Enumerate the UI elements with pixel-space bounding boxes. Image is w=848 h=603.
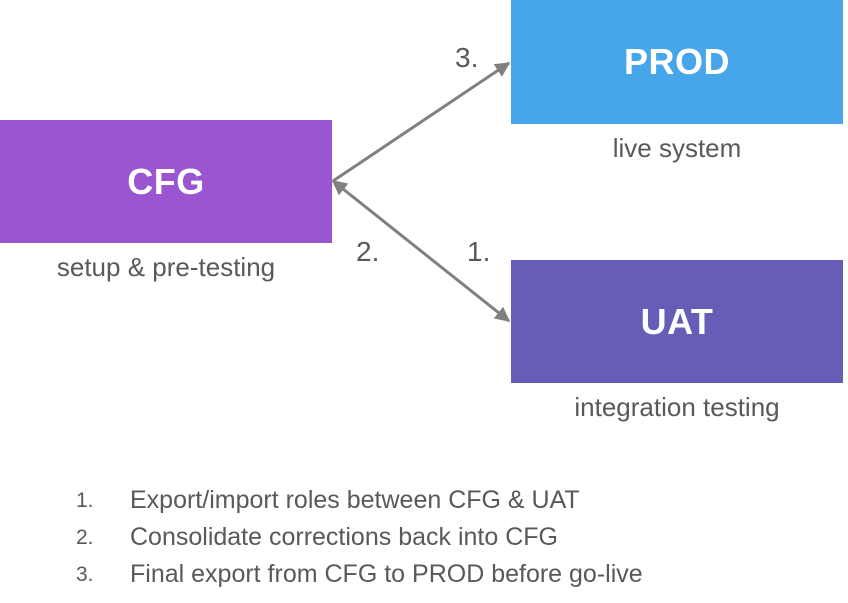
prod-node-label: PROD <box>623 41 730 82</box>
arrow-cfg-to-prod <box>332 61 511 183</box>
legend-item: 3. Final export from CFG to PROD before … <box>76 556 643 593</box>
uat-caption: integration testing <box>574 392 780 422</box>
step-label-1: 1. <box>467 236 491 267</box>
legend-item-text: Final export from CFG to PROD before go-… <box>130 560 643 588</box>
step-label-2: 2. <box>356 236 380 267</box>
legend-item-text: Consolidate corrections back into CFG <box>130 523 558 551</box>
legend-item: 2. Consolidate corrections back into CFG <box>76 519 643 556</box>
arrow-cfg-uat-bidirectional <box>331 179 511 323</box>
cfg-caption: setup & pre-testing <box>56 252 276 282</box>
prod-caption: live system <box>612 133 742 163</box>
legend-item-number: 2. <box>76 526 94 549</box>
prod-node: PROD <box>511 0 843 124</box>
cfg-node-label: CFG <box>127 160 205 202</box>
step-label-3: 3. <box>455 42 479 73</box>
legend-item-text: Export/import roles between CFG & UAT <box>130 486 580 514</box>
cfg-node: CFG <box>0 120 332 243</box>
uat-node: UAT <box>511 260 843 383</box>
legend-item-number: 1. <box>76 489 94 512</box>
legend-item: 1. Export/import roles between CFG & UAT <box>76 482 643 519</box>
legend-list: 1. Export/import roles between CFG & UAT… <box>76 482 643 593</box>
uat-node-label: UAT <box>640 300 714 342</box>
legend-item-number: 3. <box>76 563 94 586</box>
